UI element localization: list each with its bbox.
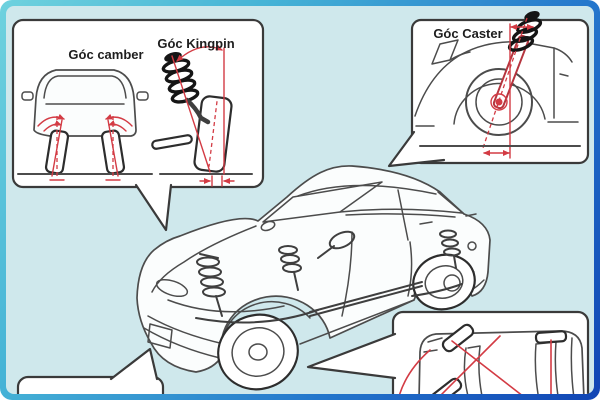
callout-turning: [306, 310, 590, 394]
caster-diagram: [414, 10, 581, 159]
front-wheel: [217, 313, 299, 391]
rear-wheel: [412, 253, 476, 311]
camber-diagram: [17, 69, 153, 181]
callout-tail: [387, 130, 446, 168]
car-isometric-drawing: [136, 165, 491, 391]
wheel-alignment-diagram: Góc camber Góc Kingpin: [11, 10, 590, 394]
callout-box: [16, 375, 165, 394]
callout-tail: [134, 183, 173, 232]
callout-tail: [306, 332, 397, 380]
caster-label: Góc Caster: [433, 26, 502, 41]
camber-label: Góc camber: [68, 47, 143, 62]
callout-caster: Góc Caster: [387, 10, 590, 168]
turning-diagram: [398, 323, 585, 394]
kingpin-diagram: [151, 44, 253, 187]
callout-bottom-left: [16, 347, 165, 394]
callout-box: [391, 310, 590, 394]
callout-camber-kingpin: Góc camber Góc Kingpin: [11, 18, 265, 232]
diagram-canvas: Góc camber Góc Kingpin: [6, 6, 594, 394]
callout-tail: [109, 347, 159, 381]
kingpin-label: Góc Kingpin: [157, 36, 234, 51]
suspension-components: [195, 229, 463, 324]
